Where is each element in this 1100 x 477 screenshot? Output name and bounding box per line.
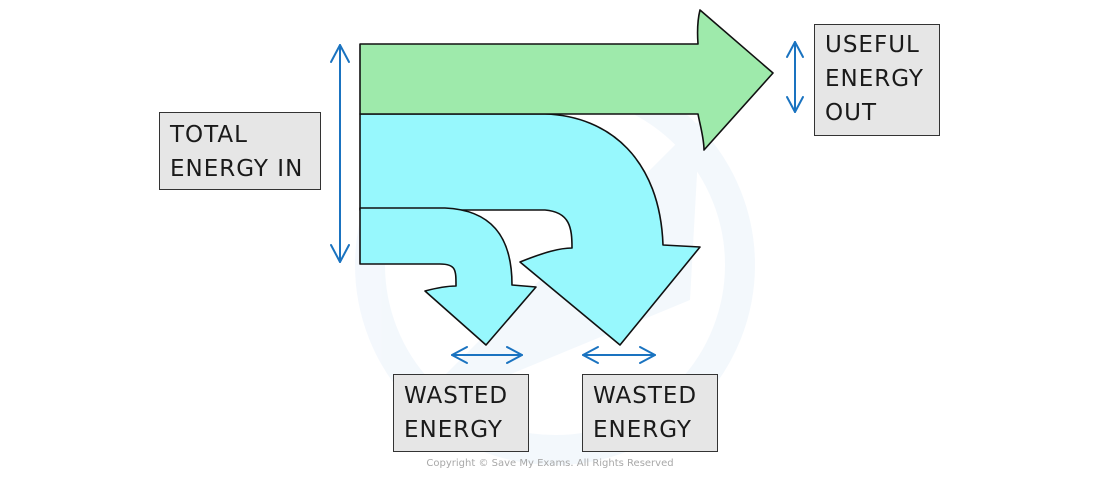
wasted-energy-arrow-large bbox=[359, 113, 701, 346]
wasted-energy-2-line-1: WASTED bbox=[593, 383, 698, 409]
wasted-energy-1-line-1: WASTED bbox=[404, 383, 509, 409]
wasted-energy-label-2: WASTED ENERGY bbox=[582, 374, 718, 452]
wasted-energy-2-measure-arrow bbox=[582, 346, 656, 364]
useful-energy-out-line-2: ENERGY bbox=[825, 66, 924, 92]
wasted-energy-1-measure-arrow bbox=[451, 346, 523, 364]
useful-energy-out-label: USEFUL ENERGY OUT bbox=[814, 24, 940, 136]
wasted-energy-1-line-2: ENERGY bbox=[404, 417, 503, 443]
wasted-energy-label-1: WASTED ENERGY bbox=[393, 374, 529, 452]
total-energy-in-line-1: TOTAL bbox=[170, 122, 248, 148]
wasted-energy-arrow-small bbox=[359, 207, 537, 346]
total-energy-in-label: TOTAL ENERGY IN bbox=[159, 112, 321, 190]
copyright-notice: Copyright © Save My Exams. All Rights Re… bbox=[426, 458, 674, 469]
wasted-energy-2-line-2: ENERGY bbox=[593, 417, 692, 443]
total-energy-measure-arrow bbox=[330, 44, 350, 263]
total-energy-in-line-2: ENERGY IN bbox=[170, 156, 304, 182]
useful-energy-out-line-1: USEFUL bbox=[825, 32, 920, 58]
useful-energy-arrow bbox=[359, 9, 774, 151]
useful-energy-measure-arrow bbox=[786, 41, 804, 113]
useful-energy-out-line-3: OUT bbox=[825, 100, 877, 126]
